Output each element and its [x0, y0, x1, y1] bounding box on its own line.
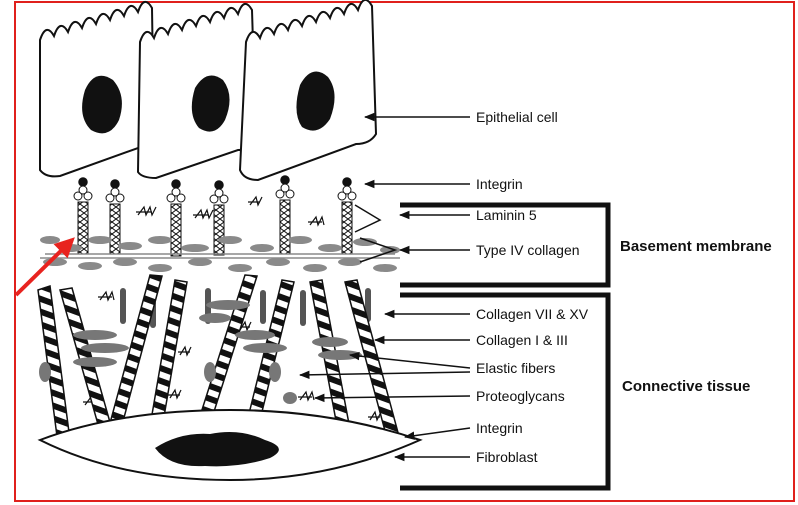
label-fibroblast: Fibroblast: [476, 449, 538, 465]
label-connective-tissue: Connective tissue: [622, 378, 750, 395]
label-collagen-i-iii: Collagen I & III: [476, 332, 568, 348]
label-epithelial-cell: Epithelial cell: [476, 109, 558, 125]
nucleus-icon: [82, 76, 122, 134]
label-elastic-fibers: Elastic fibers: [476, 360, 555, 376]
label-proteoglycans: Proteoglycans: [476, 388, 565, 404]
label-integrin-top: Integrin: [476, 176, 523, 192]
red-pointer-arrow-icon: [16, 240, 72, 295]
label-type-iv-collagen: Type IV collagen: [476, 242, 580, 258]
label-integrin-bottom: Integrin: [476, 420, 523, 436]
integrin-laminin-stalks: [74, 176, 356, 256]
label-laminin-5: Laminin 5: [476, 207, 537, 223]
label-collagen-vii-xv: Collagen VII & XV: [476, 306, 589, 322]
label-basement-membrane: Basement membrane: [620, 238, 772, 255]
